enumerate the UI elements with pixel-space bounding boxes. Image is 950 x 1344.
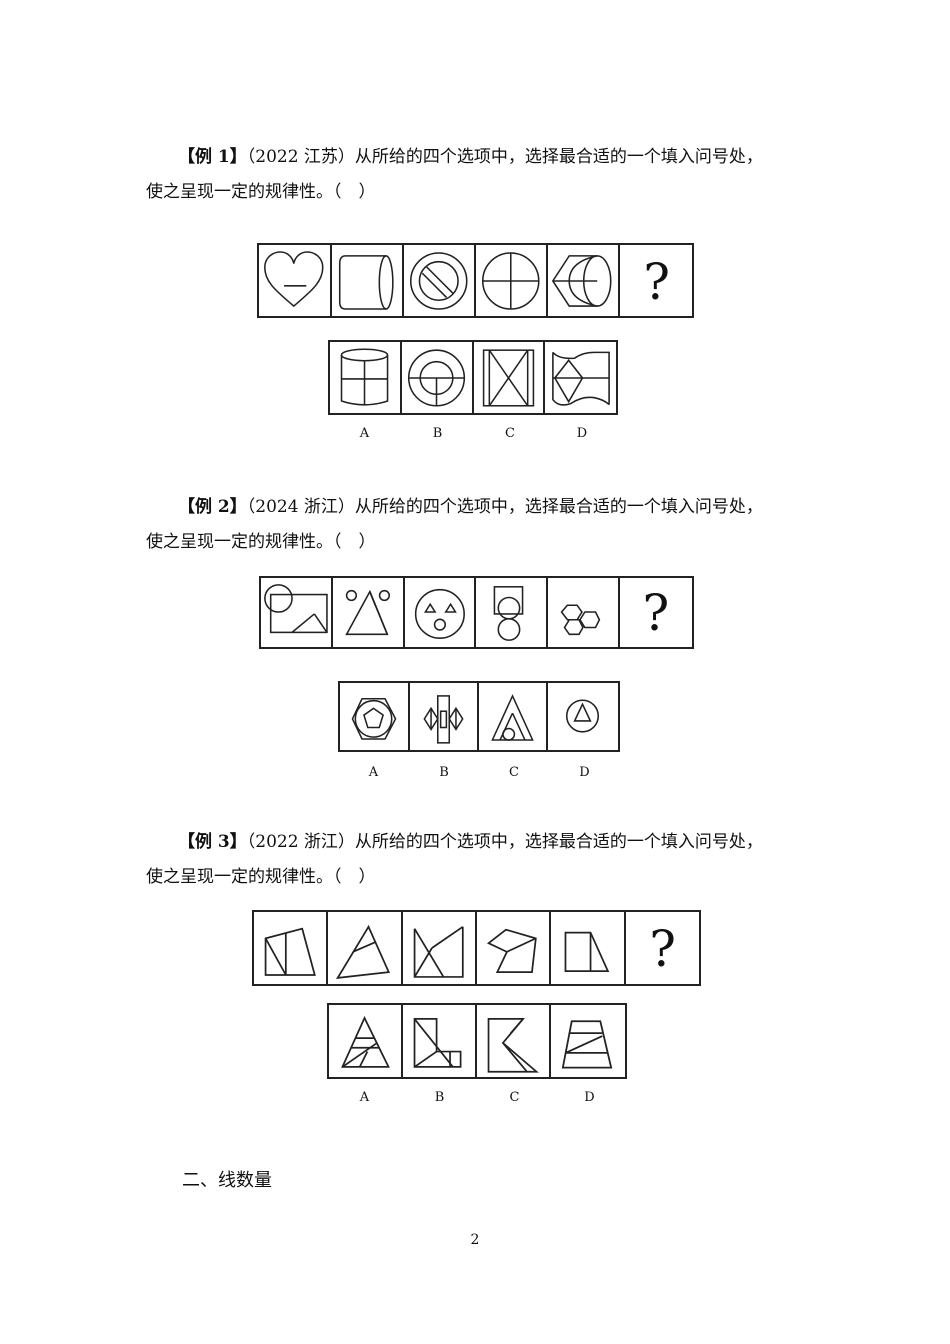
example-1-question: 【例 1】（2022 江苏）从所给的四个选项中，选择最合适的一个填入问号处， 使… — [146, 140, 816, 210]
option-c-figure[interactable] — [474, 342, 546, 413]
option-b-figure[interactable] — [402, 342, 474, 413]
option-label-c: C — [509, 765, 519, 780]
option-label-c: C — [505, 426, 515, 441]
figure-rectangle-circle-envelope — [261, 578, 333, 647]
question-text: 从所给的四个选项中，选择最合适的一个填入问号处， — [354, 497, 763, 517]
figure-bowtie-shape — [403, 912, 477, 984]
example-source: （2022 浙江） — [246, 832, 355, 852]
figure-question-mark: ? — [626, 912, 699, 984]
question-text-line2: 使之呈现一定的规律性。（ ） — [146, 867, 376, 887]
question-text: 从所给的四个选项中，选择最合适的一个填入问号处， — [354, 832, 763, 852]
figure-cylinder-side — [332, 245, 404, 316]
example-2-question-figures: ? — [259, 576, 694, 649]
option-label-a: A — [359, 1090, 370, 1105]
example-tag: 【例 2】 — [178, 497, 247, 517]
example-tag: 【例 1】 — [178, 147, 247, 167]
option-label-d: D — [579, 765, 590, 780]
figure-three-hexagons — [548, 578, 621, 647]
figure-circle-with-slashed-circle — [404, 245, 476, 316]
example-1-option-labels: A B C D — [328, 426, 618, 441]
figure-rect-trapezoid — [551, 912, 626, 984]
figure-hexagon-with-half-cylinder — [548, 245, 620, 316]
option-d-figure[interactable] — [548, 683, 618, 750]
option-label-d: D — [584, 1090, 595, 1105]
example-3-question: 【例 3】（2022 浙江）从所给的四个选项中，选择最合适的一个填入问号处， 使… — [146, 825, 816, 895]
svg-text:?: ? — [643, 584, 670, 642]
figure-triangle-split — [328, 912, 403, 984]
option-label-c: C — [509, 1090, 520, 1105]
example-source: （2024 浙江） — [246, 497, 355, 517]
svg-text:?: ? — [649, 920, 676, 978]
option-d-figure[interactable] — [545, 342, 616, 413]
example-tag: 【例 3】 — [178, 832, 247, 852]
option-label-b: B — [432, 426, 443, 441]
example-3-question-figures: ? — [252, 910, 701, 986]
section-heading: 二、线数量 — [182, 1170, 272, 1191]
question-text-line2: 使之呈现一定的规律性。（ ） — [146, 182, 376, 202]
option-d-figure[interactable] — [551, 1005, 625, 1077]
option-label-b: B — [434, 1090, 445, 1105]
example-2-option-figures — [338, 681, 620, 752]
option-label-d: D — [576, 426, 588, 441]
option-a-figure[interactable] — [330, 342, 402, 413]
svg-text:?: ? — [643, 253, 670, 311]
page-number: 2 — [470, 1232, 480, 1248]
figure-triangle-two-circles — [333, 578, 405, 647]
figure-square-two-circles — [476, 578, 549, 647]
figure-circle-with-cross — [476, 245, 548, 316]
figure-circle-face — [405, 578, 477, 647]
figure-pentagon-split — [477, 912, 552, 984]
option-label-a: A — [359, 426, 370, 441]
option-b-figure[interactable] — [403, 1005, 477, 1077]
option-b-figure[interactable] — [410, 683, 480, 750]
option-label-a: A — [368, 765, 379, 780]
example-3-option-figures — [327, 1003, 627, 1079]
option-c-figure[interactable] — [479, 683, 549, 750]
example-source: （2022 江苏） — [246, 147, 355, 167]
example-2-option-labels: A B C D — [338, 765, 620, 780]
figure-question-mark: ? — [620, 245, 692, 316]
question-text-line2: 使之呈现一定的规律性。（ ） — [146, 532, 376, 552]
figure-quadrilateral-split — [254, 912, 329, 984]
figure-heart-with-dash — [259, 245, 332, 316]
option-c-figure[interactable] — [477, 1005, 551, 1077]
option-a-figure[interactable] — [329, 1005, 403, 1077]
example-3-option-labels: A B C D — [327, 1090, 627, 1105]
example-2-question: 【例 2】（2024 浙江）从所给的四个选项中，选择最合适的一个填入问号处， 使… — [146, 490, 816, 560]
example-1-question-figures: ? — [257, 243, 694, 318]
option-a-figure[interactable] — [340, 683, 410, 750]
option-label-b: B — [439, 765, 449, 780]
example-1-option-figures — [328, 340, 618, 415]
figure-question-mark: ? — [620, 578, 692, 647]
question-text: 从所给的四个选项中，选择最合适的一个填入问号处， — [354, 147, 763, 167]
